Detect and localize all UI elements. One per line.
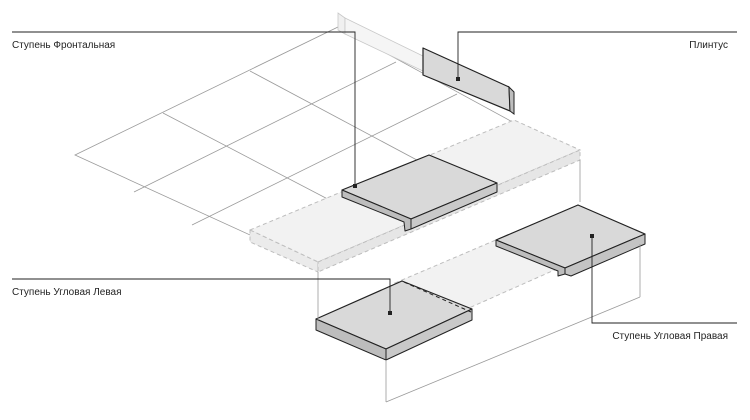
- floor-grid-line: [191, 93, 458, 226]
- label-step-front: Ступень Фронтальная: [12, 40, 116, 51]
- leader-plinth: [457, 31, 737, 79]
- plinth-face: [422, 47, 511, 112]
- floor-grid-line: [133, 61, 397, 193]
- label-plinth: Плинтус: [689, 40, 728, 51]
- front-step: [341, 154, 498, 232]
- plinth: [422, 47, 515, 115]
- marker-left-step: [388, 311, 392, 315]
- leader-front-step: [12, 31, 356, 187]
- leader-left-step: [12, 278, 391, 313]
- right-step-nose: [495, 239, 566, 277]
- wall-ghost: [337, 12, 426, 73]
- leader-markers: [353, 77, 594, 315]
- leader-lines: [12, 31, 737, 324]
- right-corner-step: [495, 204, 646, 277]
- plinth-edge: [508, 85, 515, 115]
- marker-front-step: [353, 184, 357, 188]
- floor-grid-line: [249, 70, 431, 168]
- front-step-side: [410, 182, 498, 230]
- marker-right-step: [590, 234, 594, 238]
- leader-right-step: [591, 236, 737, 324]
- marker-plinth: [456, 77, 460, 81]
- construction-lines: [317, 160, 641, 403]
- floor-grid-line: [162, 112, 344, 208]
- label-step-corner-left: Ступень Угловая Левая: [12, 287, 122, 298]
- left-corner-step: [315, 280, 473, 361]
- left-step-dashed-edge: [403, 281, 472, 313]
- left-step-side: [385, 308, 473, 361]
- label-step-corner-right: Ступень Угловая Правая: [612, 331, 728, 342]
